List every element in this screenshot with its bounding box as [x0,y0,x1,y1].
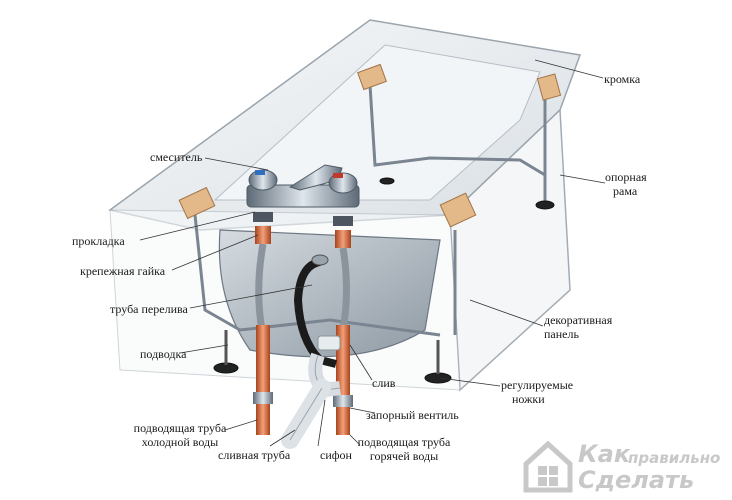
label-hot-supply-1: подводящая труба [357,435,451,449]
label-decorative-panel-1: декоративная [544,313,613,327]
logo-word-2: правильно [628,449,721,467]
mixer-faucet [246,164,360,208]
logo-word-3: Сделать [578,466,695,494]
label-shutoff-valve: запорный вентиль [366,408,459,422]
label-adjustable-feet-1: регулируемые [501,378,574,392]
leader-lines [139,59,606,447]
label-supply: подводка [140,347,187,361]
label-cold-supply-1: подводящая труба [133,421,227,435]
label-mounting-nut: крепежная гайка [80,264,166,278]
label-adjustable-feet-2: ножки [512,392,545,406]
label-decorative-panel-2: панель [544,327,579,341]
label-mixer: смеситель [150,150,203,164]
label-drain-pipe: сливная труба [218,448,291,462]
adjustable-feet [213,177,555,384]
wood-blocks [178,63,562,228]
house-icon [523,440,573,493]
copper-supply-pipes [253,325,353,435]
label-support-frame-2: рама [613,184,638,198]
label-overflow-pipe: труба перелива [110,302,188,316]
site-logo: Как правильно Сделать [518,436,728,496]
bathtub-inner-bowl [213,44,541,201]
overflow-pipe [293,254,337,368]
label-cold-supply-2: холодной воды [141,435,219,449]
logo-word-1: Как [578,440,631,468]
gaskets-nuts [253,212,353,248]
flex-hoses [255,243,350,331]
label-kromka: кромка [604,72,641,86]
support-frame [193,84,547,337]
drain-pipe [281,379,331,449]
label-support-frame-1: опорная [605,170,647,184]
label-siphon: сифон [320,448,352,462]
label-drain: слив [372,376,396,390]
label-gasket: прокладка [72,234,125,248]
label-hot-supply-2: горячей воды [369,449,439,463]
